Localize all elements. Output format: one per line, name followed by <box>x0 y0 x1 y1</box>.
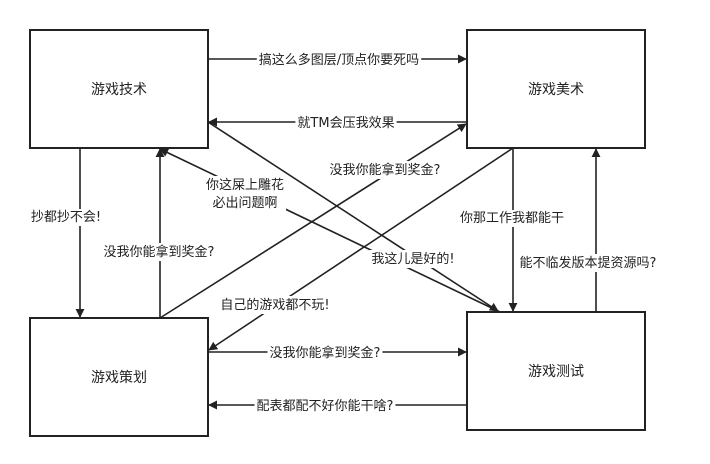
label-tech-to-design-text: 抄都抄不会! <box>31 210 101 225</box>
label-art-to-tech: 就TM会压我效果 <box>295 115 397 132</box>
label-art-to-tech-text: 就TM会压我效果 <box>297 116 394 131</box>
node-game-art: 游戏美术 <box>466 29 646 149</box>
label-test-to-design-text: 配表都配不好你能干啥? <box>257 398 394 414</box>
label-art-to-design-text: 自己的游戏都不玩! <box>220 297 329 313</box>
label-test-to-art: 能不临发版本提资源吗? <box>517 254 659 272</box>
label-design-to-tech-text: 没我你能拿到奖金? <box>104 244 215 260</box>
node-game-tech: 游戏技术 <box>29 29 209 149</box>
label-test-to-tech: 你这屎上雕花 必出问题啊 <box>203 176 287 212</box>
label-tech-to-design: 抄都抄不会! <box>28 209 104 226</box>
node-game-test: 游戏测试 <box>466 311 646 431</box>
node-game-art-label: 游戏美术 <box>528 82 584 98</box>
label-test-to-art-text: 能不临发版本提资源吗? <box>520 255 657 271</box>
label-tech-to-art: 搞这么多图层/顶点你要死吗 <box>256 51 422 69</box>
node-game-tech-label: 游戏技术 <box>91 82 147 98</box>
label-art-to-test: 你那工作我都能干 <box>457 210 567 227</box>
label-design-to-test-text: 没我你能拿到奖金? <box>270 345 381 361</box>
label-test-to-tech-text-2: 必出问题啊 <box>212 196 277 211</box>
label-design-to-art-text: 没我你能拿到奖金? <box>330 162 441 178</box>
edge-labels: 搞这么多图层/顶点你要死吗 就TM会压我效果 没我你能拿到奖金? 你这屎上雕花 … <box>28 51 659 415</box>
label-tech-to-art-text: 搞这么多图层/顶点你要死吗 <box>259 52 419 68</box>
edge-design-to-art <box>159 123 467 319</box>
label-design-to-art: 没我你能拿到奖金? <box>327 161 443 179</box>
label-test-to-design: 配表都配不好你能干啥? <box>254 397 396 415</box>
node-game-test-label: 游戏测试 <box>528 364 584 380</box>
label-tech-to-test-text: 我这儿是好的! <box>371 251 454 267</box>
label-art-to-design: 自己的游戏都不玩! <box>218 296 332 314</box>
label-test-to-tech-text-1: 你这屎上雕花 <box>206 177 284 193</box>
label-art-to-test-text: 你那工作我都能干 <box>460 211 564 226</box>
label-design-to-test: 没我你能拿到奖金? <box>267 344 383 362</box>
label-tech-to-test: 我这儿是好的! <box>369 250 457 268</box>
edge-art-to-design <box>208 147 514 351</box>
edge-tech-to-test <box>207 121 499 312</box>
node-game-design: 游戏策划 <box>29 317 209 437</box>
node-game-design-label: 游戏策划 <box>91 369 147 386</box>
label-design-to-tech: 没我你能拿到奖金? <box>101 243 217 261</box>
